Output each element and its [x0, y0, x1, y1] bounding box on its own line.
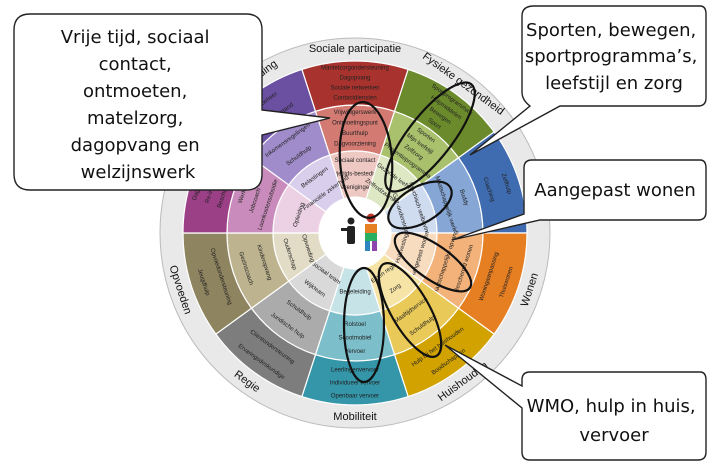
callout-top-right-text: Sporten, bewegen, sportprogramma’s, leef… [525, 20, 703, 94]
segment-item-label: Contactdiensten [333, 96, 376, 102]
callout-bottom-right-text: WMO, hulp in huis, vervoer [527, 396, 702, 446]
segment-item-label: Buddy [458, 189, 469, 207]
ellipse-vervoer [342, 266, 386, 384]
outer-domain-label: Mobiliteit [333, 411, 376, 423]
callout-mid-right: Aangepast wonen [451, 159, 707, 241]
segment-item-label: Vervoer [345, 349, 366, 355]
callout-bottom-right: WMO, hulp in huis, vervoer [444, 344, 707, 461]
segment-item-label: Mantelzorgondersteuning [321, 66, 389, 72]
highlight-ellipses [338, 81, 476, 384]
segment-item-label: Sociale netwerken [330, 86, 379, 92]
outer-domain-label: Sociale participatie [309, 43, 401, 55]
segment-item-label: Buurthulp [342, 131, 368, 137]
callout-top-right: Sporten, bewegen, sportprogramma’s, leef… [469, 5, 707, 156]
segment-item-label: Werk [238, 188, 248, 204]
segment-item-label: Verenigingen [337, 185, 372, 191]
segment-item-label: Openbaar vervoer [331, 394, 379, 400]
callout-mid-right-text: Aangepast wonen [534, 180, 696, 201]
segment-item-label: Dagopvang [340, 76, 371, 82]
segment-item-label: Sociaal contact [335, 158, 376, 164]
segment-item-label: Leerlingenvervoer [331, 368, 379, 374]
segment-item-label: Ontmoetingspunt [332, 120, 378, 126]
segment-item-label: Vrijwilligerswerk [334, 110, 377, 116]
ellipse-gezondheid [384, 81, 476, 193]
segment-item-label: Individueel vervoer [330, 381, 380, 387]
callout-top-left-text: Vrije tijd, sociaal contact, ontmoeten, … [61, 27, 216, 183]
callout-top-left: Vrije tijd, sociaal contact, ontmoeten, … [13, 13, 331, 191]
segment-item-label: Begeleiding [339, 290, 370, 296]
segment-item-label: Vrijetijds-besteding [330, 172, 380, 178]
ellipse-psyche [387, 180, 453, 230]
ellipse-wonen [393, 231, 473, 293]
life-domains-wheel: Contactdiensten Sociale netwerken Dagopvan… [159, 37, 551, 429]
ellipse-huishouden [377, 262, 443, 358]
segment-item-label: Dagvoorziening [334, 141, 376, 147]
segment-item-label: Rolstoel [344, 322, 366, 328]
segment-item-label: Scootmobiel [338, 336, 371, 342]
